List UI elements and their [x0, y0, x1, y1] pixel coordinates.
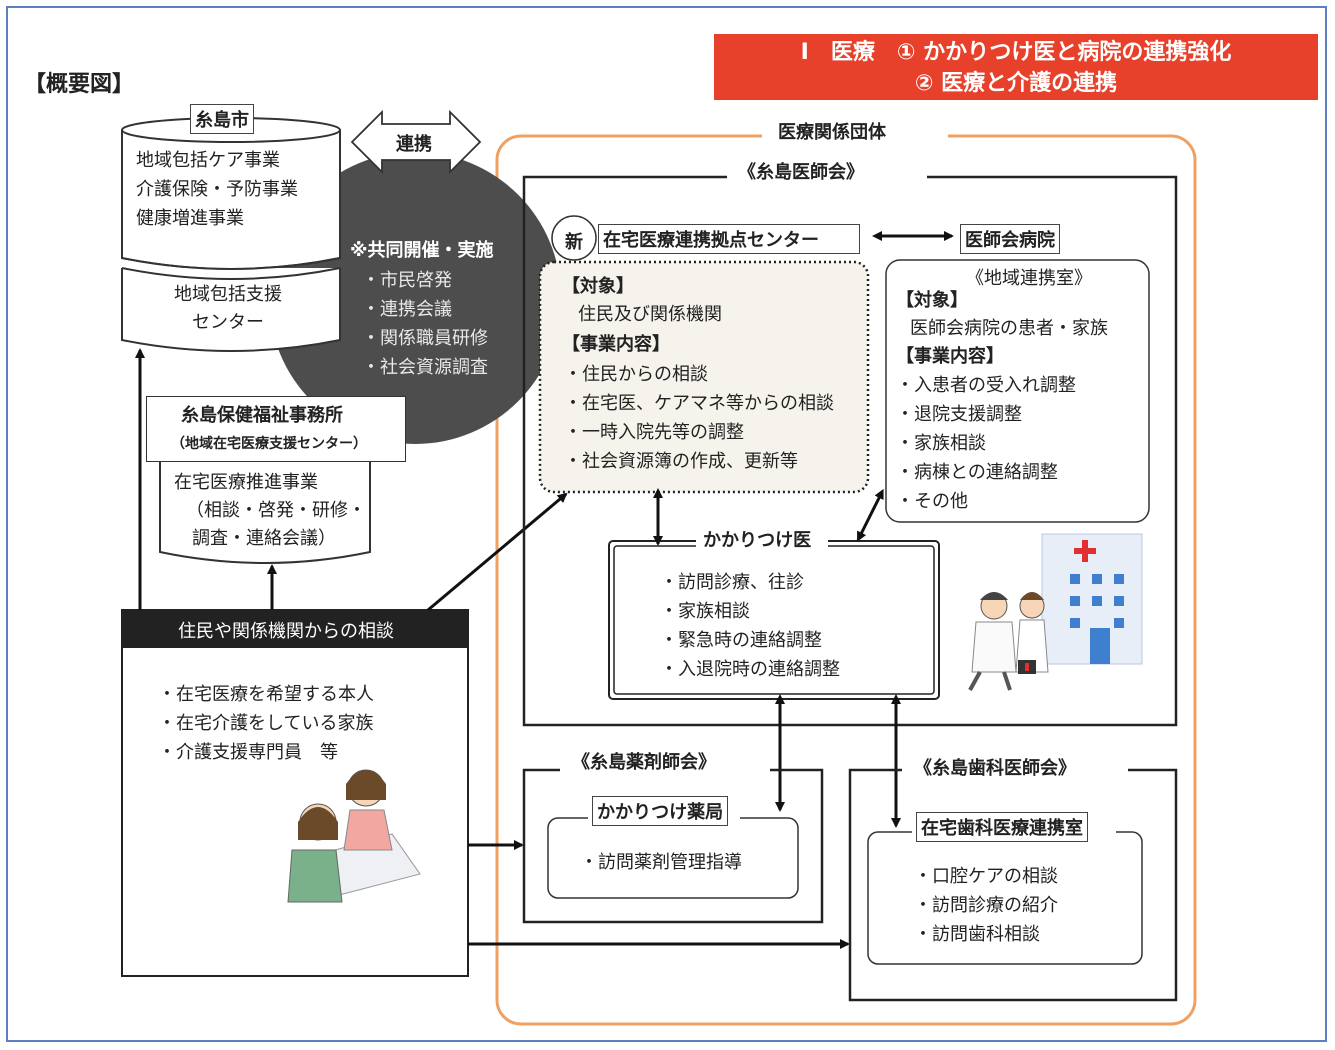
joint-item-1: ・市民啓発 [362, 270, 452, 291]
pharmacy-title: かかりつけ薬局 [592, 796, 729, 826]
pharmacy-item-1: ・訪問薬剤管理指導 [580, 852, 742, 873]
joint-circle [269, 152, 561, 444]
city-item-3: 健康増進事業 [136, 208, 244, 229]
family-doctor-item-4: ・入退院時の連絡調整 [660, 659, 840, 680]
community-center-line2: センター [192, 312, 264, 333]
dental-title: 在宅歯科医療連携室 [916, 812, 1088, 842]
link-label: 連携 [396, 134, 432, 155]
center-item-2: ・在宅医、ケアマネ等からの相談 [564, 393, 834, 414]
health-office-header: 糸島保健福祉事務所 （地域在宅医療支援センター） [146, 396, 406, 462]
health-office-subtitle: （地域在宅医療支援センター） [171, 436, 367, 452]
hospital-item-5: ・その他 [896, 491, 968, 512]
new-badge-label: 新 [565, 232, 583, 253]
hospital-item-3: ・家族相談 [896, 433, 986, 454]
doctor-nurse-illustration [968, 592, 1049, 691]
outer-frame [6, 6, 1327, 1042]
city-item-2: 介護保険・予防事業 [136, 179, 298, 200]
health-office-title: 糸島保健福祉事務所 [181, 405, 343, 426]
family-doctor-item-2: ・家族相談 [660, 601, 750, 622]
dental-assoc-title: 《糸島歯科医師会》 [914, 758, 1076, 779]
hospital-content-label: 【事業内容】 [896, 346, 1004, 367]
hospital-item-4: ・病棟との連絡調整 [896, 462, 1058, 483]
city-item-1: 地域包括ケア事業 [136, 150, 280, 171]
joint-item-4: ・社会資源調査 [362, 357, 488, 378]
consult-item-2: ・在宅介護をしている家族 [158, 713, 374, 734]
hospital-item-2: ・退院支援調整 [896, 404, 1022, 425]
joint-title: ※共同開催・実施 [350, 240, 494, 261]
hospital-title: 医師会病院 [960, 224, 1060, 254]
doctors-assoc-title: 《糸島医師会》 [738, 162, 864, 183]
health-office-item-3: 調査・連絡会議） [192, 528, 336, 549]
link-double-arrow [350, 109, 482, 175]
family-doctor-title: かかりつけ医 [698, 524, 817, 554]
center-target-label: 【対象】 [562, 276, 634, 297]
pharmacy-assoc-title: 《糸島薬剤師会》 [572, 752, 716, 773]
consult-item-1: ・在宅医療を希望する本人 [158, 684, 374, 705]
overview-label: 【概要図】 [24, 72, 135, 97]
hospital-illustration [1041, 533, 1143, 665]
center-item-3: ・一時入院先等の調整 [564, 422, 744, 443]
health-office-cylinder [159, 440, 371, 564]
city-title: 糸島市 [190, 104, 254, 134]
center-item-4: ・社会資源簿の作成、更新等 [564, 451, 798, 472]
hospital-subtitle: 《地域連携室》 [966, 268, 1092, 289]
dental-item-2: ・訪問診療の紹介 [914, 895, 1058, 916]
home-care-center-box [538, 260, 870, 494]
joint-item-3: ・関係職員研修 [362, 328, 488, 349]
consult-item-3: ・介護支援専門員 等 [158, 742, 338, 763]
family-doctor-item-1: ・訪問診療、往診 [660, 572, 804, 593]
medical-groups-title: 医療関係団体 [778, 122, 886, 143]
consult-header: 住民や関係機関からの相談 [178, 621, 394, 642]
hospital-target-label: 【対象】 [896, 290, 968, 311]
city-cylinder [121, 117, 341, 352]
health-office-item-2: （相談・啓発・研修・ [186, 500, 366, 521]
hospital-box [885, 259, 1150, 523]
center-target: 住民及び関係機関 [578, 304, 722, 325]
center-item-1: ・住民からの相談 [564, 364, 708, 385]
banner-line-2: ② 医療と介護の連携 [914, 71, 1118, 96]
title-banner: Ⅰ 医療 ① かかりつけ医と病院の連携強化 ② 医療と介護の連携 [714, 34, 1318, 100]
hospital-item-1: ・入患者の受入れ調整 [896, 375, 1076, 396]
consult-illustration [287, 769, 421, 903]
dental-item-1: ・口腔ケアの相談 [914, 866, 1058, 887]
home-care-center-title: 在宅医療連携拠点センター [598, 224, 860, 254]
hospital-target: 医師会病院の患者・家族 [910, 318, 1108, 339]
dental-item-3: ・訪問歯科相談 [914, 924, 1040, 945]
family-doctor-item-3: ・緊急時の連絡調整 [660, 630, 822, 651]
banner-line-1: Ⅰ 医療 ① かかりつけ医と病院の連携強化 [800, 40, 1232, 65]
health-office-item-1: 在宅医療推進事業 [174, 472, 318, 493]
community-center-line1: 地域包括支援 [174, 284, 282, 305]
consult-box [121, 609, 469, 977]
joint-item-2: ・連携会議 [362, 299, 452, 320]
center-content-label: 【事業内容】 [562, 334, 670, 355]
new-badge [551, 215, 597, 261]
